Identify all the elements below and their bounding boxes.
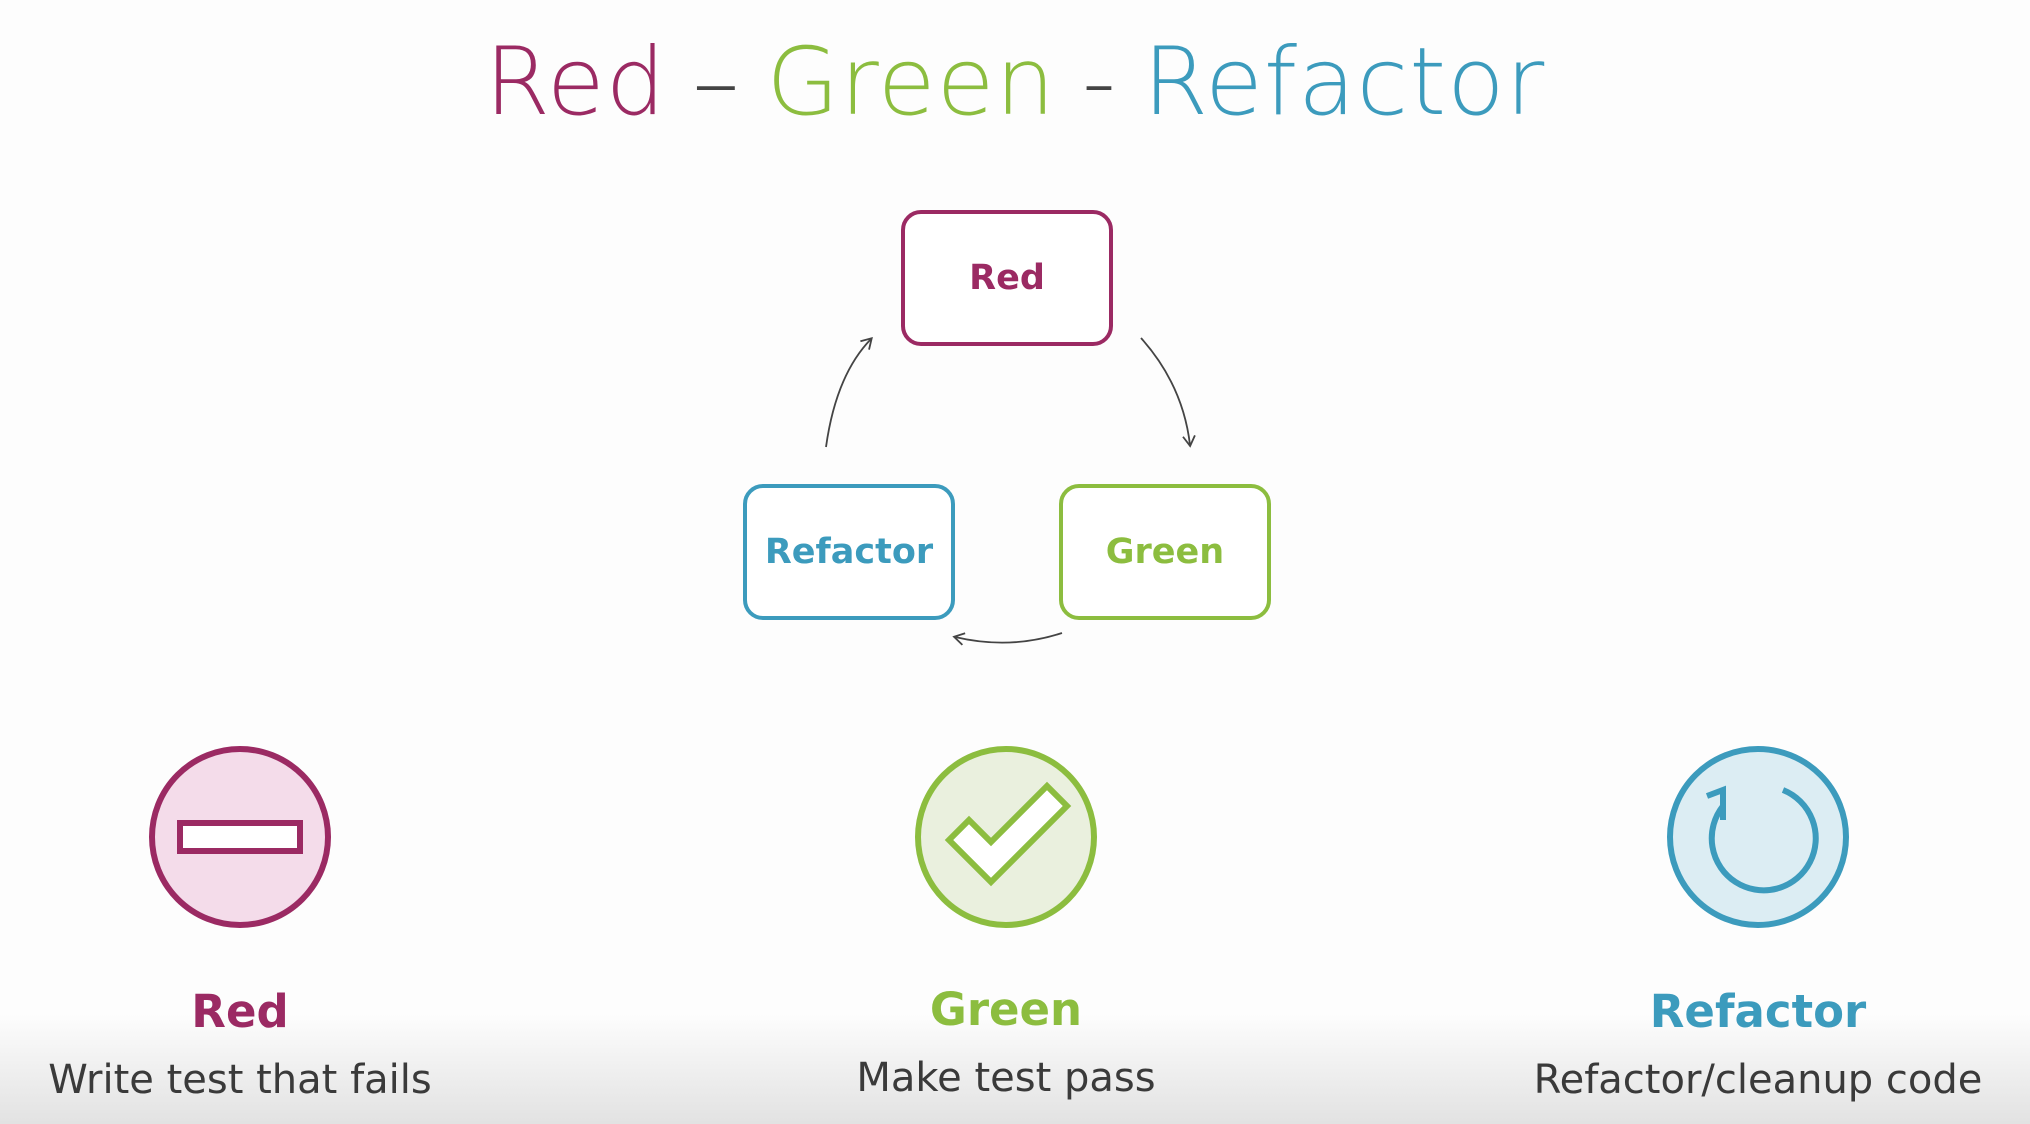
cycle-node-refactor: Refactor [743, 484, 955, 620]
cycle-arrows [825, 337, 1196, 646]
title-green: Green [766, 28, 1056, 137]
card-description-refactor: Refactor/cleanup code [1533, 1057, 1983, 1103]
cycle-node-red: Red [901, 210, 1113, 346]
card-description-green: Make test pass [856, 1055, 1156, 1101]
card-title-refactor: Refactor [1649, 985, 1867, 1038]
arrow-refactor-to-red [825, 337, 873, 448]
check-icon [915, 746, 1097, 928]
card-description-red: Write test that fails [48, 1057, 432, 1103]
cycle-diagram: Red Green Refactor [743, 210, 1271, 646]
refresh-icon [1667, 746, 1849, 928]
page-title: Red–Green-Refactor [0, 28, 2030, 138]
title-separator-1: – [692, 28, 741, 137]
card-title-green: Green [929, 983, 1083, 1036]
title-red: Red [484, 28, 667, 137]
cycle-node-green: Green [1059, 484, 1271, 620]
arrow-red-to-green [1140, 337, 1196, 448]
arrow-green-to-refactor [952, 632, 1063, 646]
title-refactor: Refactor [1142, 28, 1546, 137]
title-separator-2: - [1082, 28, 1117, 137]
stop-icon [149, 746, 331, 928]
card-title-red: Red [191, 985, 289, 1038]
